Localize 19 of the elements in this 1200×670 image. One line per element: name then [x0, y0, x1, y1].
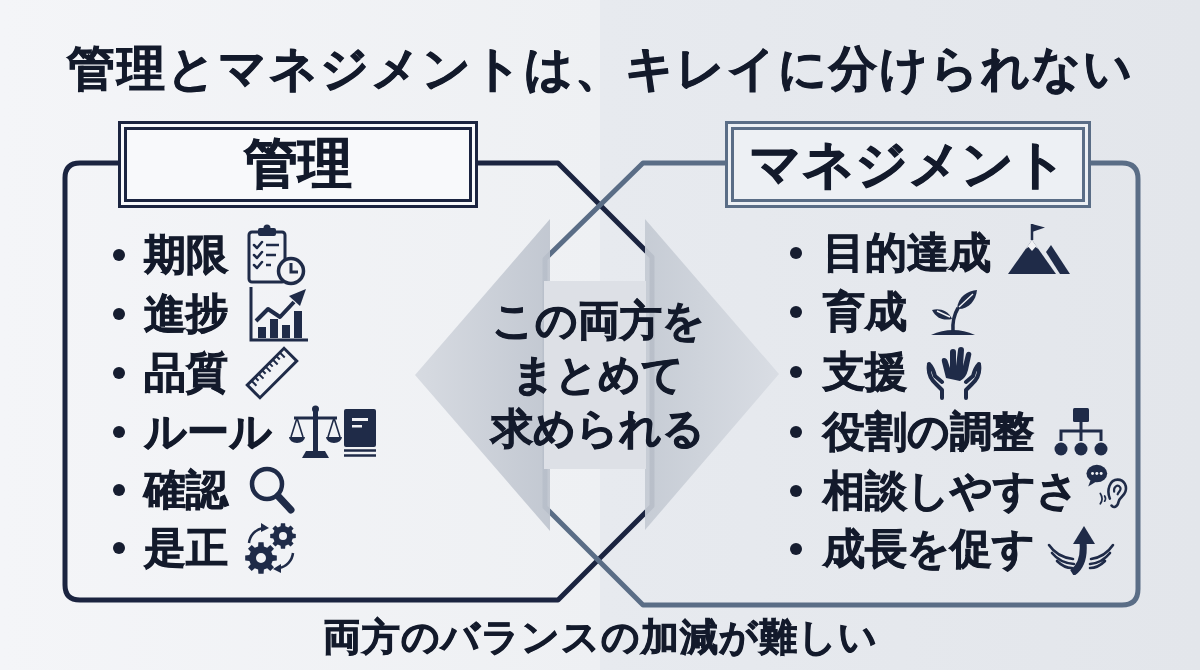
list-item: 役割の調整 — [823, 406, 1034, 458]
list-item: 進捗 — [144, 288, 228, 340]
center-text: この両方をまとめて求められる — [489, 295, 706, 455]
caption: 両方のバランスの加減が難しい — [322, 614, 878, 661]
list-item: 目的達成 — [823, 227, 991, 279]
heading: マネジメント — [749, 134, 1067, 195]
heading-box — [725, 121, 1091, 208]
list-item: ルール — [144, 406, 272, 458]
list-item: 品質 — [144, 347, 228, 399]
heading-box — [118, 121, 478, 208]
list-item: 是正 — [144, 522, 228, 574]
list-item: 支援 — [823, 346, 907, 398]
list-item: 確認 — [144, 464, 228, 516]
title: 管理とマネジメントは、キレイに分けられない — [66, 39, 1134, 98]
heading: 管理 — [244, 133, 352, 196]
list-item: 成長を促す — [823, 523, 1035, 575]
list-item: 期限 — [144, 229, 228, 281]
list-item: 相談しやすさ — [823, 465, 1079, 517]
list-item: 育成 — [823, 286, 907, 338]
